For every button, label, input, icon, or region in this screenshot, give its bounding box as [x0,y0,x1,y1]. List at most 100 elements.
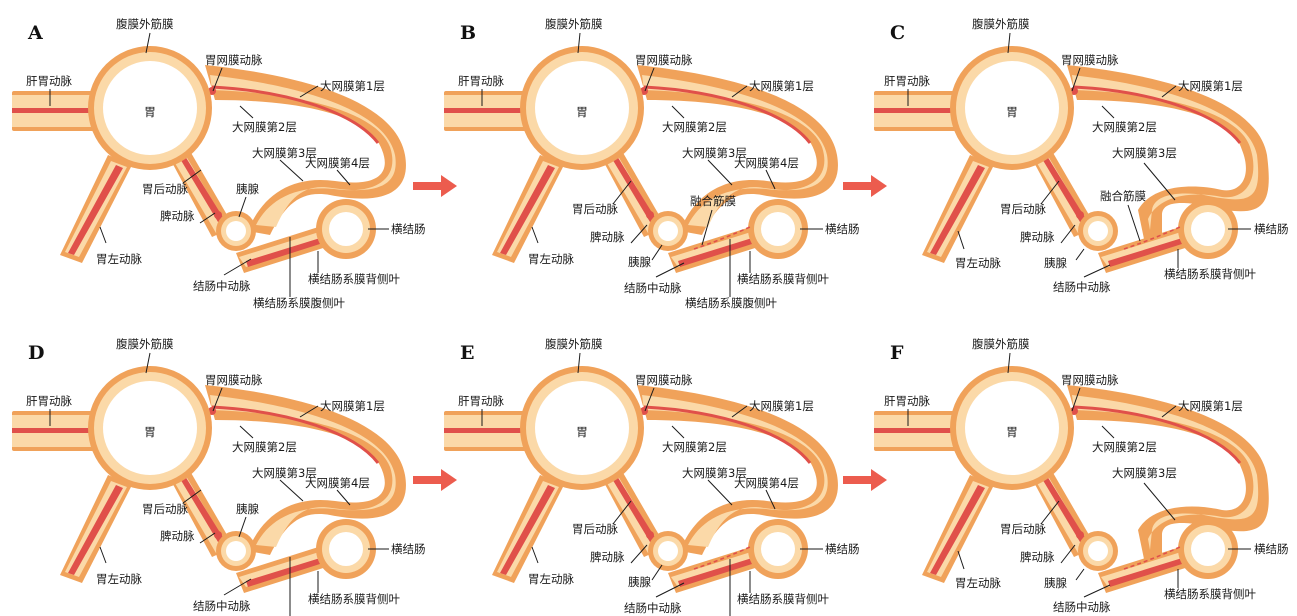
peritoneum-label: 腹膜外筋膜 [545,337,603,351]
om2-leader [672,106,684,118]
pancreas-label: 胰腺 [236,502,259,516]
splenic-label: 脾动脉 [590,230,625,244]
fusion-label: 融合筋膜 [1100,189,1146,203]
splenic-label: 脾动脉 [1020,230,1055,244]
stomach-label: 胃 [576,425,588,439]
hepatic-label: 肝胃动脉 [458,394,504,408]
om2-label: 大网膜第2层 [662,440,727,454]
left-gastric-label: 胃左动脉 [955,576,1001,590]
gastroepiploic-label: 胃网膜动脉 [205,373,263,387]
om4-label: 大网膜第4层 [305,476,370,490]
hepatic-label: 肝胃动脉 [884,394,930,408]
gastroepiploic-label: 胃网膜动脉 [635,373,693,387]
om4-label: 大网膜第4层 [305,156,370,170]
posterior-gastric-label: 胃后动脉 [572,202,618,216]
om3-leader [280,480,303,501]
gastroepiploic-label: 胃网膜动脉 [635,53,693,67]
gastroepiploic-label: 胃网膜动脉 [1061,53,1119,67]
middle-colic-label: 结肠中动脉 [624,601,682,615]
splenic-label: 脾动脉 [160,209,195,223]
om4-label: 大网膜第4层 [734,156,799,170]
pancreas-label: 胰腺 [628,575,651,589]
posterior-gastric-label: 胃后动脉 [142,502,188,516]
om2-leader [1102,426,1114,438]
panel-a: A胃腹膜外筋膜肝胃动脉胃网膜动脉大网膜第1层大网膜第2层大网膜第3层大网膜第4层… [12,17,426,310]
left-gastric-label: 胃左动脉 [528,572,574,586]
stomach-label: 胃 [1006,425,1018,439]
middle-colic-label: 结肠中动脉 [193,279,251,293]
stage-arrow [843,469,887,491]
ventral-meso-label: 横结肠系膜腹侧叶 [253,296,345,310]
left-gastric-leader [958,551,964,569]
posterior-gastric-label: 胃后动脉 [572,522,618,536]
left-gastric-leader [532,547,538,563]
pancreas-label: 胰腺 [1044,256,1067,270]
panel-f: F胃腹膜外筋膜肝胃动脉胃网膜动脉大网膜第1层大网膜第2层大网膜第3层胃后动脉胰腺… [874,337,1289,614]
left-gastric-leader [100,547,106,563]
dorsal-meso-label: 横结肠系膜背侧叶 [308,272,400,286]
stomach-label: 胃 [1006,105,1018,119]
om2-leader [672,426,684,438]
om3-label: 大网膜第3层 [1112,146,1177,160]
middle-colic-label: 结肠中动脉 [624,281,682,295]
om3-leader [708,480,732,505]
splenic-label: 脾动脉 [1020,550,1055,564]
left-gastric-label: 胃左动脉 [96,252,142,266]
colon-label: 横结肠 [825,542,860,556]
colon-label: 横结肠 [391,542,426,556]
middle-colic-label: 结肠中动脉 [1053,600,1111,614]
left-gastric-leader [100,227,106,243]
left-gastric-leader [532,227,538,243]
gastroepiploic-label: 胃网膜动脉 [205,53,263,67]
om2-label: 大网膜第2层 [232,440,297,454]
om3-label: 大网膜第3层 [1112,466,1177,480]
om1-label: 大网膜第1层 [320,399,385,413]
dorsal-meso-label: 横结肠系膜背侧叶 [1164,587,1256,601]
panel-e: E胃腹膜外筋膜肝胃动脉胃网膜动脉大网膜第1层大网膜第2层大网膜第3层大网膜第4层… [444,337,860,616]
om3-leader [280,160,303,181]
peritoneum-label: 腹膜外筋膜 [116,337,174,351]
middle-colic-label: 结肠中动脉 [193,599,251,613]
om1-label: 大网膜第1层 [749,79,814,93]
posterior-gastric-label: 胃后动脉 [1000,522,1046,536]
om2-label: 大网膜第2层 [232,120,297,134]
posterior-gastric-label: 胃后动脉 [142,182,188,196]
left-gastric-label: 胃左动脉 [955,256,1001,270]
colon-label: 横结肠 [391,222,426,236]
stomach-label: 胃 [144,105,156,119]
om2-leader [240,426,253,438]
om4-label: 大网膜第4层 [734,476,799,490]
splenic-label: 脾动脉 [590,550,625,564]
om2-leader [240,106,253,118]
pancreas-label: 胰腺 [1044,576,1067,590]
om1-label: 大网膜第1层 [320,79,385,93]
peritoneum-label: 腹膜外筋膜 [116,17,174,31]
om2-label: 大网膜第2层 [1092,440,1157,454]
splenic-label: 脾动脉 [160,529,195,543]
stage-arrow [843,175,887,197]
left-gastric-leader [958,231,964,249]
hepatic-label: 肝胃动脉 [458,74,504,88]
dorsal-meso-label: 横结肠系膜背侧叶 [308,592,400,606]
om1-label: 大网膜第1层 [749,399,814,413]
stage-arrow [413,175,457,197]
panel-letter: E [460,342,474,364]
hepatic-label: 肝胃动脉 [26,394,72,408]
panel-d: D胃腹膜外筋膜肝胃动脉胃网膜动脉大网膜第1层大网膜第2层大网膜第3层大网膜第4层… [12,337,426,616]
gastroepiploic-label: 胃网膜动脉 [1061,373,1119,387]
left-gastric-label: 胃左动脉 [96,572,142,586]
stomach-label: 胃 [576,105,588,119]
peritoneum-label: 腹膜外筋膜 [972,17,1030,31]
panel-letter: A [27,22,43,44]
om2-leader [1102,106,1114,118]
pancreas-leader [1076,249,1084,260]
panel-c: C胃腹膜外筋膜肝胃动脉胃网膜动脉大网膜第1层大网膜第2层大网膜第3层融合筋膜胃后… [874,17,1289,294]
left-gastric-label: 胃左动脉 [528,252,574,266]
dorsal-meso-label: 横结肠系膜背侧叶 [737,272,829,286]
pancreas-label: 胰腺 [236,182,259,196]
ventral-meso-label: 横结肠系膜腹侧叶 [685,296,777,310]
colon-label: 横结肠 [825,222,860,236]
panel-letter: D [28,342,44,364]
middle-colic-label: 结肠中动脉 [1053,280,1111,294]
